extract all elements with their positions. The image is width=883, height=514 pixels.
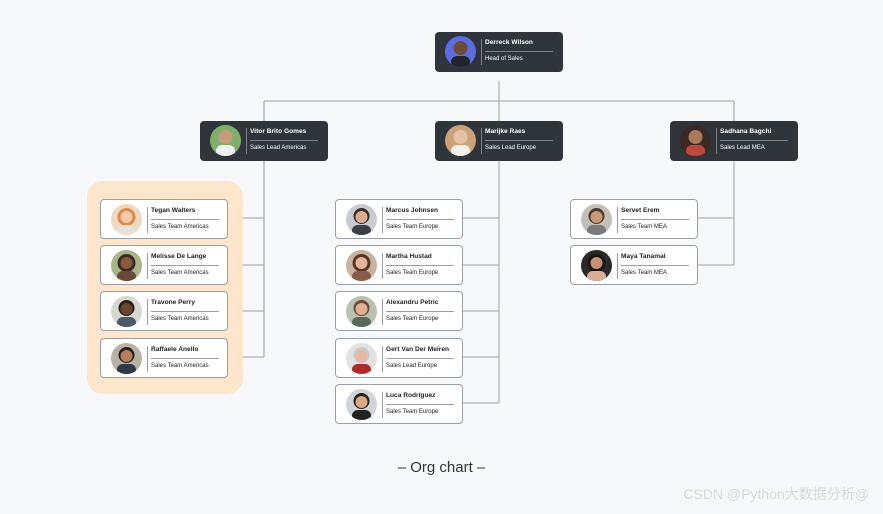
node-divider xyxy=(716,128,717,154)
node-marcus-johnsen[interactable]: Marcus Johnsen Sales Team Europe xyxy=(335,199,463,239)
node-divider xyxy=(147,346,148,372)
node-divider xyxy=(382,207,383,233)
avatar xyxy=(346,343,377,374)
person-name: Maya Tanamal xyxy=(621,253,666,260)
name-rule xyxy=(621,219,689,220)
avatar xyxy=(111,296,142,327)
avatar xyxy=(445,36,476,67)
node-travone-perry[interactable]: Travone Perry Sales Team Americas xyxy=(100,291,228,331)
person-name: Derreck Wilson xyxy=(485,39,533,46)
node-melisse-de-lange[interactable]: Melisse De Lange Sales Team Americas xyxy=(100,245,228,285)
person-name: Raffaele Anello xyxy=(151,346,199,353)
node-raffaele-anello[interactable]: Raffaele Anello Sales Team Americas xyxy=(100,338,228,378)
person-role: Sales Team Americas xyxy=(151,270,209,276)
person-name: Gert Van Der Meiren xyxy=(386,346,450,353)
name-rule xyxy=(151,219,219,220)
name-rule xyxy=(151,358,219,359)
node-servet-erem[interactable]: Servet Erem Sales Team MEA xyxy=(570,199,698,239)
node-divider xyxy=(147,253,148,279)
person-name: Vitor Brito Gomes xyxy=(250,128,307,135)
name-rule xyxy=(720,140,788,141)
person-name: Melisse De Lange xyxy=(151,253,207,260)
name-rule xyxy=(386,311,454,312)
person-role: Sales Team Europe xyxy=(386,409,439,415)
person-name: Alexandru Petric xyxy=(386,299,439,306)
node-divider xyxy=(617,207,618,233)
node-tegan-walters[interactable]: Tegan Walters Sales Team Americas xyxy=(100,199,228,239)
node-divider xyxy=(147,299,148,325)
avatar xyxy=(346,296,377,327)
person-role: Sales Lead Europe xyxy=(485,145,537,151)
person-role: Sales Lead Europe xyxy=(386,363,438,369)
person-role: Sales Team MEA xyxy=(621,224,667,230)
avatar xyxy=(210,125,241,156)
person-role: Sales Team MEA xyxy=(621,270,667,276)
node-maya-tanamal[interactable]: Maya Tanamal Sales Team MEA xyxy=(570,245,698,285)
avatar xyxy=(346,250,377,281)
person-role: Sales Lead Americas xyxy=(250,145,307,151)
person-name: Luca Rodríguez xyxy=(386,392,436,399)
node-divider xyxy=(382,392,383,418)
person-role: Sales Team Europe xyxy=(386,316,439,322)
node-divider xyxy=(382,253,383,279)
person-name: Sadhana Bagchi xyxy=(720,128,772,135)
node-divider xyxy=(481,128,482,154)
avatar xyxy=(581,250,612,281)
person-role: Sales Lead MEA xyxy=(720,145,765,151)
node-divider xyxy=(147,207,148,233)
name-rule xyxy=(386,358,454,359)
node-luca-rodriguez[interactable]: Luca Rodríguez Sales Team Europe xyxy=(335,384,463,424)
node-divider xyxy=(246,128,247,154)
person-name: Travone Perry xyxy=(151,299,195,306)
node-divider xyxy=(617,253,618,279)
person-name: Marijke Raes xyxy=(485,128,526,135)
avatar xyxy=(581,204,612,235)
person-name: Tegan Walters xyxy=(151,207,196,214)
node-divider xyxy=(382,299,383,325)
node-sadhana-bagchi[interactable]: Sadhana Bagchi Sales Lead MEA xyxy=(670,121,798,161)
person-name: Servet Erem xyxy=(621,207,660,214)
watermark: CSDN @Python大数据分析@ xyxy=(683,486,869,502)
person-role: Sales Team Americas xyxy=(151,363,209,369)
avatar xyxy=(445,125,476,156)
avatar xyxy=(346,389,377,420)
node-marijke-raes[interactable]: Marijke Raes Sales Lead Europe xyxy=(435,121,563,161)
person-role: Sales Team Europe xyxy=(386,224,439,230)
avatar xyxy=(111,204,142,235)
name-rule xyxy=(621,265,689,266)
node-martha-hustad[interactable]: Martha Hustad Sales Team Europe xyxy=(335,245,463,285)
avatar xyxy=(346,204,377,235)
chart-caption: – Org chart – xyxy=(397,459,486,476)
person-role: Sales Team Europe xyxy=(386,270,439,276)
node-gert-van-der-meiren[interactable]: Gert Van Der Meiren Sales Lead Europe xyxy=(335,338,463,378)
avatar xyxy=(111,250,142,281)
node-derreck-wilson[interactable]: Derreck Wilson Head of Sales xyxy=(435,32,563,72)
person-name: Marcus Johnsen xyxy=(386,207,439,214)
name-rule xyxy=(151,311,219,312)
name-rule xyxy=(485,51,553,52)
avatar xyxy=(111,343,142,374)
node-alexandru-petric[interactable]: Alexandru Petric Sales Team Europe xyxy=(335,291,463,331)
name-rule xyxy=(386,404,454,405)
avatar xyxy=(680,125,711,156)
person-role: Sales Team Americas xyxy=(151,316,209,322)
node-vitor-brito-gomes[interactable]: Vitor Brito Gomes Sales Lead Americas xyxy=(200,121,328,161)
name-rule xyxy=(250,140,318,141)
node-divider xyxy=(382,346,383,372)
name-rule xyxy=(386,219,454,220)
name-rule xyxy=(485,140,553,141)
person-role: Sales Team Americas xyxy=(151,224,209,230)
name-rule xyxy=(151,265,219,266)
person-name: Martha Hustad xyxy=(386,253,432,260)
node-divider xyxy=(481,39,482,65)
person-role: Head of Sales xyxy=(485,56,523,62)
name-rule xyxy=(386,265,454,266)
